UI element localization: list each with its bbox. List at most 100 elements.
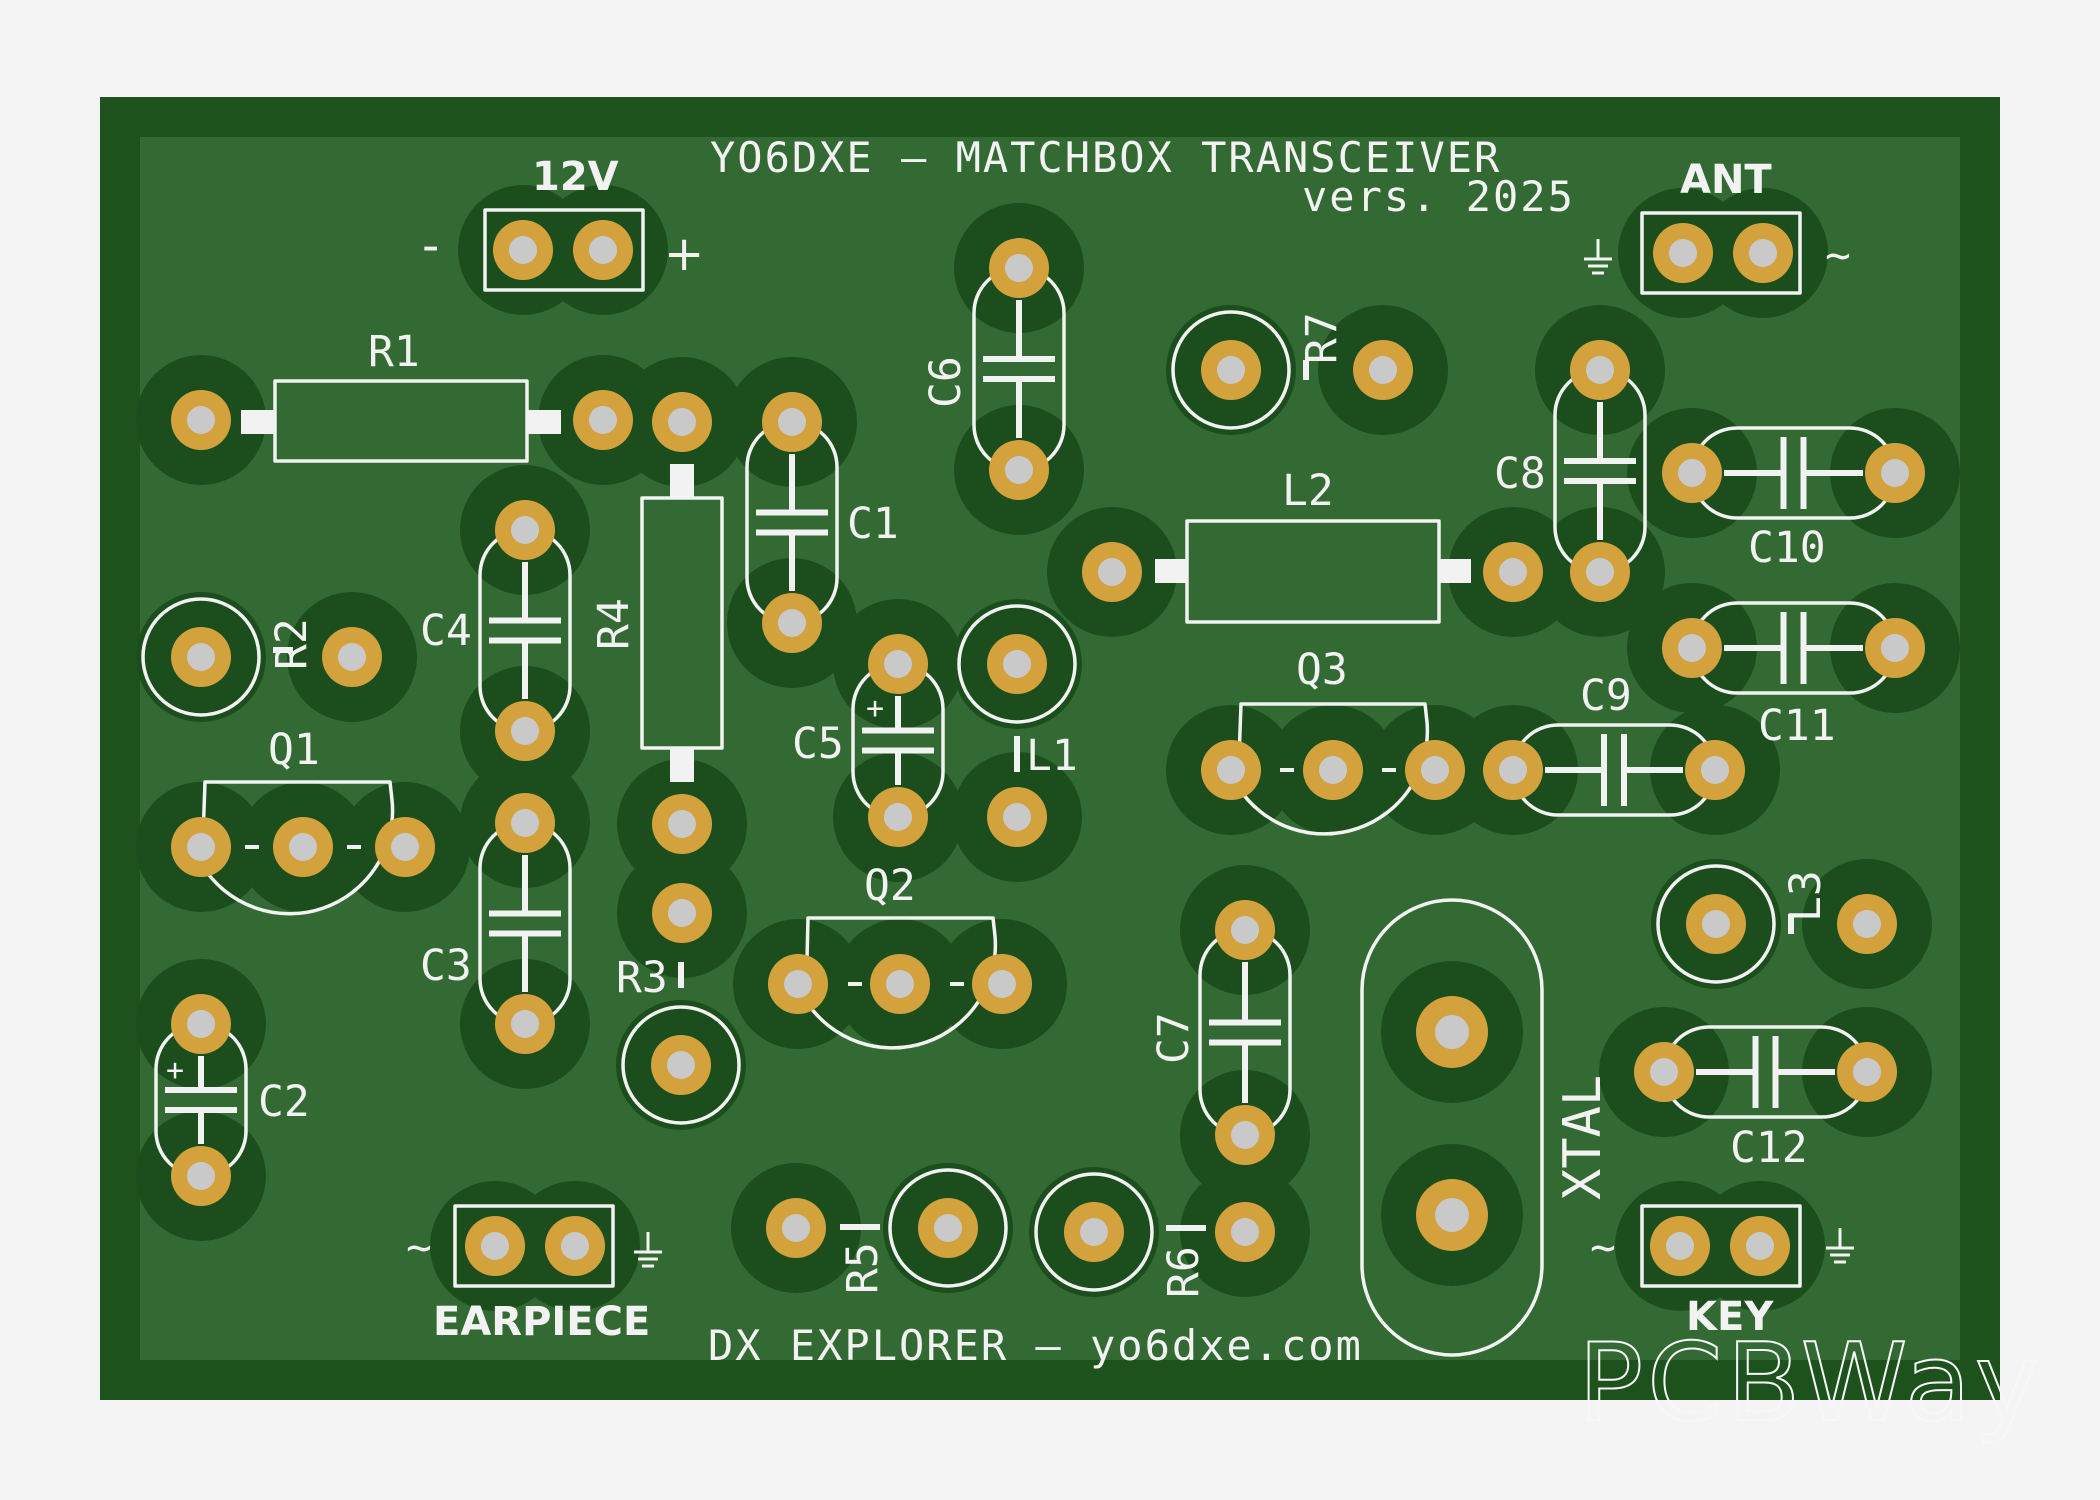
r3-label: R3 <box>616 953 668 1003</box>
q1-pin-dash <box>245 845 259 849</box>
q1-pin-dash <box>347 845 361 849</box>
r2-label: R2 <box>267 618 317 670</box>
r3-circle <box>621 1005 741 1125</box>
l1-circle <box>957 604 1077 724</box>
r7-pad-drill <box>1217 356 1245 384</box>
antenna-pad-gnd-drill <box>1669 239 1697 267</box>
earpiece-pad-gnd-drill <box>561 1232 589 1260</box>
c4-pad-drill <box>511 516 539 544</box>
c6-label: C6 <box>921 356 971 408</box>
ground-icon <box>634 1232 662 1268</box>
c3-label: C3 <box>420 941 472 991</box>
r3-pad-drill <box>668 899 696 927</box>
power-connector-outline <box>483 208 645 292</box>
c9-pad-drill <box>1701 756 1729 784</box>
r5-pad-drill <box>782 1214 810 1242</box>
q3-pad-drill <box>1217 756 1245 784</box>
c4-pad-drill <box>511 717 539 745</box>
key-signal-label: ~ <box>1590 1223 1616 1273</box>
q2-pad-drill <box>988 970 1016 998</box>
q3-label: Q3 <box>1296 645 1348 695</box>
q3-pad-drill <box>1421 756 1449 784</box>
antenna-connector-label: ANT <box>1680 157 1772 203</box>
pcbway-watermark: PCBWay <box>1578 1321 2043 1446</box>
power-minus-label: - <box>422 218 439 274</box>
r5-label: R5 <box>838 1242 888 1294</box>
q1-pad-drill <box>391 833 419 861</box>
l2-label: L2 <box>1282 466 1334 516</box>
xtal-label: XTAL <box>1553 1075 1613 1200</box>
r2-pad-drill <box>338 643 366 671</box>
l1-pad-drill <box>1003 650 1031 678</box>
r6-label: R6 <box>1159 1246 1209 1298</box>
silkscreen-text: YO6DXE – MATCHBOX TRANSCEIVER vers. 2025… <box>166 133 1851 1370</box>
c3-pad-drill <box>511 1010 539 1038</box>
r7-label: R7 <box>1297 312 1347 364</box>
c7-pad-drill <box>1231 1121 1259 1149</box>
c1-pad-drill <box>778 408 806 436</box>
q2-pin-dash <box>848 982 862 986</box>
transistor-pin-dashes <box>245 768 1396 986</box>
l3-pad-drill <box>1853 910 1881 938</box>
r2-lead-bar <box>273 647 293 653</box>
r4-lead-bottom <box>670 748 694 782</box>
r3-pad-drill <box>667 1051 695 1079</box>
l3-pad-drill <box>1702 910 1730 938</box>
c7-label: C7 <box>1149 1012 1199 1064</box>
l2-pad-drill <box>1098 558 1126 586</box>
key-pad-signal-drill <box>1666 1232 1694 1260</box>
key-connector-label: KEY <box>1686 1294 1774 1340</box>
r1-pad-drill <box>589 406 617 434</box>
c2-pad-drill <box>187 1162 215 1190</box>
earpiece-connector-outline <box>453 1204 615 1288</box>
q2-pin-dash <box>950 982 964 986</box>
power-pad-minus-drill <box>509 236 537 264</box>
l3-label: L3 <box>1781 870 1831 922</box>
q1-pad-drill <box>187 833 215 861</box>
c6-pad-drill <box>1005 456 1033 484</box>
r4-lead-top <box>670 464 694 498</box>
c2-pad-drill <box>187 1010 215 1038</box>
l2-lead-left <box>1155 559 1187 583</box>
xtal-outline <box>1360 898 1544 1357</box>
r6-circle <box>1034 1172 1154 1292</box>
r5-pad-drill <box>934 1214 962 1242</box>
r4-pad-drill <box>668 408 696 436</box>
r2-circle <box>141 597 261 717</box>
q2-label: Q2 <box>864 861 916 911</box>
l2-lead-right <box>1439 559 1471 583</box>
c11-label: C11 <box>1758 701 1836 751</box>
c12-pad-drill <box>1650 1058 1678 1086</box>
q1-label: Q1 <box>268 725 320 775</box>
c12-pad-drill <box>1853 1058 1881 1086</box>
board-title: YO6DXE – MATCHBOX TRANSCEIVER <box>710 133 1501 182</box>
r7-circle <box>1171 310 1291 430</box>
r4-label: R4 <box>589 598 639 650</box>
r1-lead-right <box>527 410 561 434</box>
power-connector-label: 12V <box>532 154 619 200</box>
c11-pad-drill <box>1881 634 1909 662</box>
r1-lead-left <box>241 410 275 434</box>
c10-pad-drill <box>1678 459 1706 487</box>
c1-label: C1 <box>847 499 899 549</box>
c8-pad-drill <box>1586 558 1614 586</box>
c8-pad-drill <box>1586 356 1614 384</box>
q3-pad-drill <box>1319 756 1347 784</box>
c9-pad-drill <box>1499 756 1527 784</box>
c10-label: C10 <box>1748 523 1826 573</box>
c3-pad-drill <box>511 809 539 837</box>
power-pad-plus-drill <box>589 236 617 264</box>
key-connector-outline <box>1640 1204 1802 1288</box>
c5-pad-drill <box>884 803 912 831</box>
r5-circle <box>888 1168 1008 1288</box>
earpiece-signal-label: ~ <box>406 1223 432 1273</box>
r5-lead-bar <box>840 1224 880 1230</box>
c2-label: C2 <box>258 1077 310 1127</box>
power-plus-label: + <box>664 226 704 282</box>
board-version: vers. 2025 <box>1302 172 1575 221</box>
q2-pad-drill <box>886 970 914 998</box>
c5-label: C5 <box>792 719 844 769</box>
earpiece-connector-label: EARPIECE <box>433 1299 650 1345</box>
